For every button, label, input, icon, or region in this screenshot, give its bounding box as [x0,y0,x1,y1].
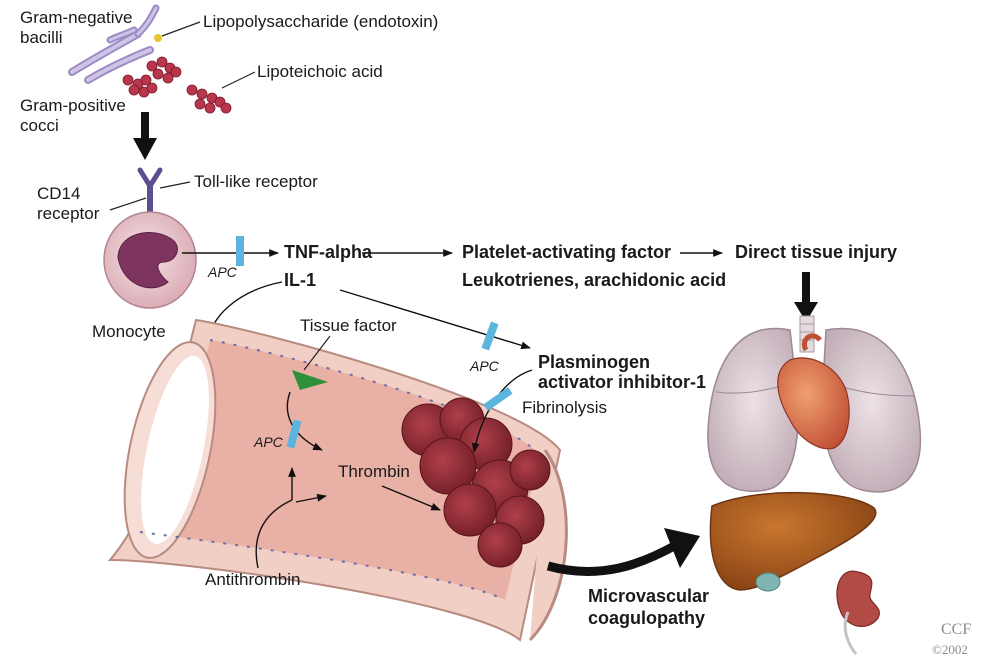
lipopolysaccharide-label: Lipopolysaccharide (endotoxin) [203,12,439,31]
kidney-icon [836,570,880,655]
liver-icon [709,491,877,592]
injury-down-arrow-icon [794,272,818,322]
monocyte-label: Monocyte [92,322,166,341]
plasminogen-label: Plasminogen [538,352,651,372]
cd14-label: CD14 [37,184,81,203]
il1-to-pai-arrow [339,289,531,350]
gram-negative-bacilli-icon [68,4,160,84]
leukotrienes-label: Leukotrienes, arachidonic acid [462,270,727,290]
antithrombin-right-arrow [295,493,327,503]
bacilli-label: bacilli [20,28,63,47]
thrombus-clot-icon [401,397,551,568]
heart-icon [777,333,850,450]
receptor-label: receptor [37,204,100,223]
apc-label: APC [470,358,499,374]
tissue-factor-label: Tissue factor [300,316,397,335]
ccf-watermark: CCF [941,621,972,638]
antithrombin-label: Antithrombin [205,570,301,589]
gram-negative-label: Gram-negative [20,8,133,27]
blood-vessel-icon [107,318,568,642]
toll-like-receptor-icon [137,167,163,213]
coagulopathy-label: coagulopathy [588,608,706,628]
thrombin-to-clot-arrow [381,485,441,511]
lipoteichoic-acid-label: Lipoteichoic acid [257,62,383,81]
down-arrow-icon [133,112,157,160]
coagulopathy-arrow-shaft [546,541,679,576]
gallbladder-icon [755,572,781,592]
apc-blocker-icon [286,419,302,449]
monocyte-cell-icon [103,211,197,309]
microvascular-label: Microvascular [588,586,710,606]
activator-inhibitor-label: activator inhibitor-1 [538,372,707,392]
apc-label: APC [208,264,237,280]
copyright-label: ©2002 [932,642,968,657]
thrombin-label: Thrombin [338,462,410,481]
toll-like-receptor-label: Toll-like receptor [194,172,318,191]
platelet-activating-factor-label: Platelet-activating factor [462,242,672,262]
il1-label: IL-1 [284,270,317,290]
gram-positive-label: Gram-positive [20,96,126,115]
gram-positive-cocci-icon [122,56,232,114]
lipopolysaccharide-dot-icon [154,34,162,42]
fibrinolysis-blocker-icon [483,387,513,411]
cocci-label: cocci [20,116,59,135]
direct-tissue-injury-label: Direct tissue injury [735,242,898,262]
antithrombin-curve [255,499,293,569]
fibrinolysis-label: Fibrinolysis [522,398,608,417]
lungs-icon [707,327,922,493]
apc-blocker-icon [236,236,244,266]
tissue-factor-icon [292,370,328,390]
tnf-alpha-label: TNF-alpha [284,242,372,262]
apc-blocker-icon [481,321,499,351]
apc-label: APC [254,434,283,450]
coagulopathy-arrow-head-icon [664,528,700,568]
